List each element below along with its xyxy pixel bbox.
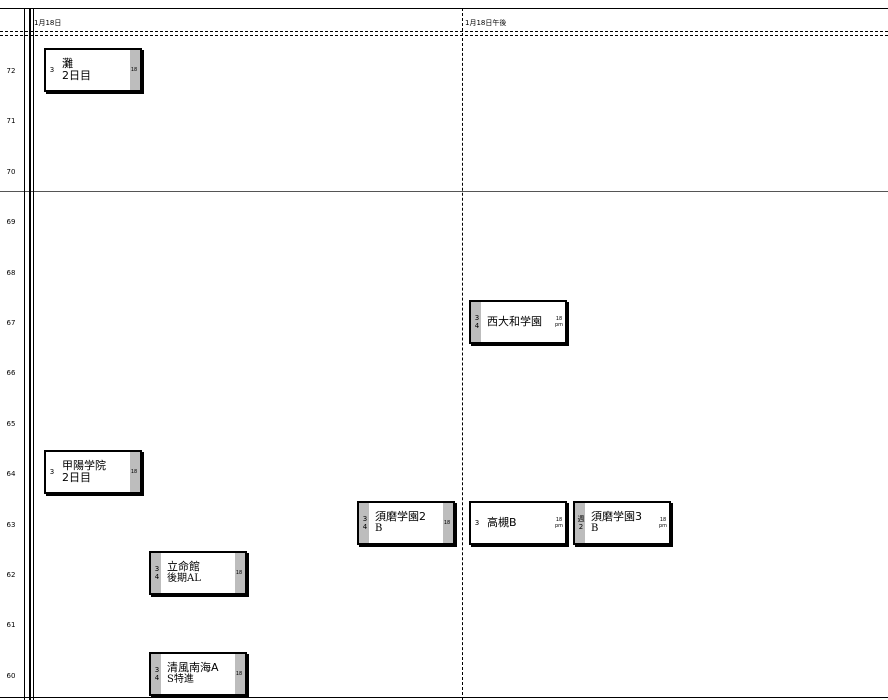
card-tag: 18 (235, 570, 243, 576)
card-title: 高槻B (487, 516, 517, 529)
axis-line-3 (33, 8, 34, 700)
y-axis-tick-label: 60 (6, 671, 16, 680)
card-nums: 3 (474, 519, 480, 527)
card-stripe (235, 553, 245, 593)
card-tag: 18 (130, 469, 138, 475)
y-axis-tick-label: 66 (6, 369, 16, 378)
card-tag: 18 (130, 67, 138, 73)
card-stripe (443, 503, 453, 543)
card-stripe (151, 654, 161, 694)
card-stripe (575, 503, 585, 543)
card-stripe (359, 503, 369, 543)
card-nums: 3 (49, 66, 55, 74)
card-nums: 3 (49, 468, 55, 476)
card-tag: 18 (235, 671, 243, 677)
bottom-border-line (0, 697, 888, 698)
card-title: 西大和学園 (487, 315, 542, 328)
axis-line-2 (29, 8, 31, 700)
header-bottom-line (0, 31, 888, 32)
y-axis-tick-label: 67 (6, 319, 16, 327)
y-axis-tick-label: 63 (6, 520, 16, 529)
card-stripe (151, 553, 161, 593)
column-divider-line (462, 8, 463, 700)
card-stripe (130, 452, 140, 492)
y-axis-tick-label: 72 (6, 67, 16, 75)
card-stripe (235, 654, 245, 694)
top-border-line (0, 8, 888, 9)
y-axis-tick-label: 68 (6, 268, 16, 277)
column-header-1: 1月18日 (34, 19, 62, 27)
card-title: 立命館後期AL (167, 560, 201, 585)
y-axis-tick-label: 65 (6, 419, 16, 428)
column-header-2: 1月18日午後 (465, 19, 507, 27)
card-stripe (130, 50, 140, 90)
axis-line-1 (24, 8, 25, 700)
header-bottom-line-2 (0, 35, 888, 36)
y-axis-tick-label: 70 (6, 167, 16, 176)
card-tag: 18 (443, 520, 451, 526)
section-divider-line (0, 191, 888, 192)
y-axis-tick-label: 64 (6, 470, 16, 479)
y-axis-tick-label: 71 (6, 117, 16, 126)
y-axis-tick-label: 61 (6, 621, 16, 630)
y-axis-tick-label: 69 (6, 218, 16, 227)
y-axis-tick-label: 62 (6, 571, 16, 579)
card-stripe (471, 302, 481, 342)
